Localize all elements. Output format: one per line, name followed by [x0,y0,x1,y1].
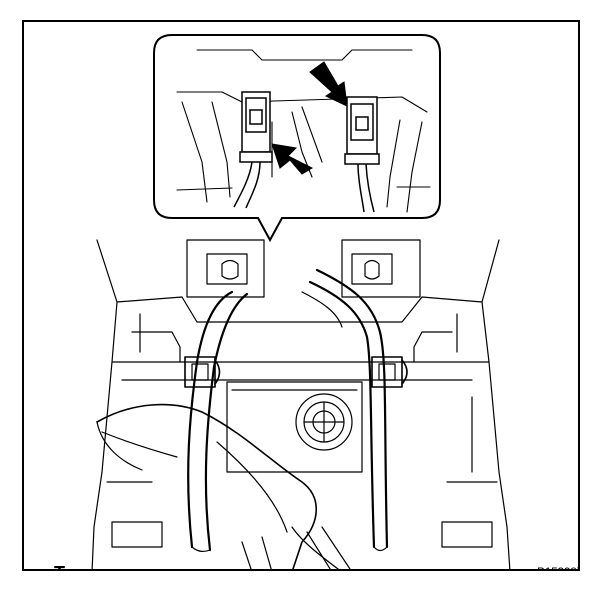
left-wire-harness [187,290,249,553]
right-bracket [341,239,421,298]
arrow-icon [271,143,314,175]
diagram-frame: T B153987 [22,20,580,571]
left-connector [233,91,273,209]
lower-trim-panel [96,403,351,569]
right-connector [344,96,380,213]
right-harness-clamp [371,356,408,388]
figure-id: B153987 [537,565,578,569]
left-bracket [186,239,265,298]
inset-callout [153,34,441,243]
arrow-icon [309,61,348,107]
right-wire-harness [301,268,389,552]
diagram-illustration [91,34,511,569]
console-outline [91,239,511,569]
left-harness-clamp [184,356,221,388]
view-label: T [54,563,65,569]
vent [295,393,353,451]
